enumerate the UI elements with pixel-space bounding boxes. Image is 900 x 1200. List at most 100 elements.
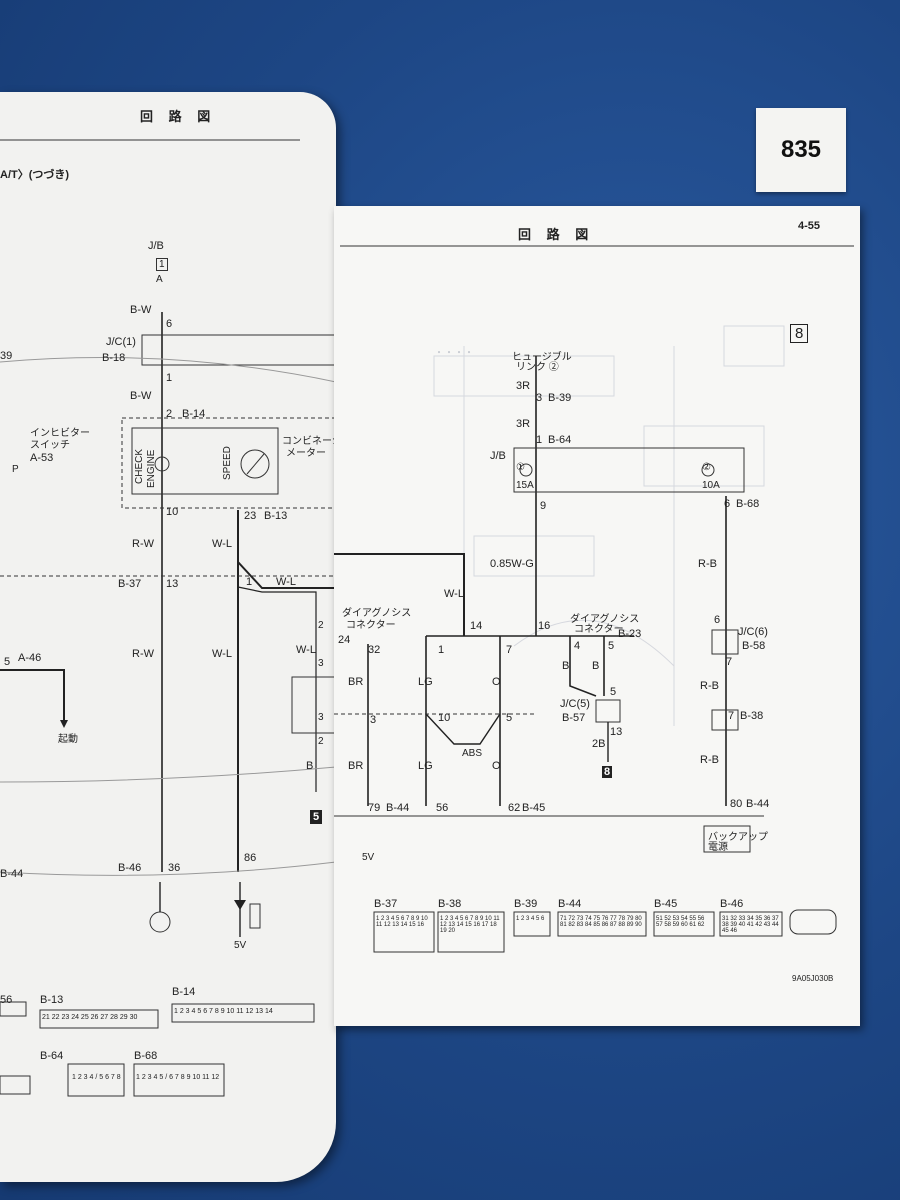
- label-jb-num: 1: [156, 258, 168, 271]
- label-b37: B-37: [118, 578, 142, 590]
- label-10a: 10A: [702, 480, 720, 491]
- label-pin-3b: 3: [318, 712, 324, 723]
- label-b18: B-18: [102, 352, 126, 364]
- label-jb: J/B: [148, 240, 164, 252]
- left-page-header: 回 路 図: [140, 109, 217, 124]
- label-rw2: R-W: [132, 648, 154, 660]
- label-pin-10: 10: [166, 506, 179, 518]
- label-lg: LG: [418, 676, 433, 688]
- label-pin-32: 32: [368, 644, 381, 656]
- label-ground-5: 5: [310, 810, 323, 824]
- label-fusible: ヒュージブル: [512, 352, 572, 363]
- label-b14a: B-14: [182, 408, 206, 420]
- label-b13a: B-13: [264, 510, 288, 522]
- label-b38: B-38: [740, 710, 764, 722]
- label-br: BR: [348, 676, 364, 688]
- label-switch: スイッチ: [30, 440, 70, 451]
- label-backup: バックアップ: [708, 832, 768, 843]
- left-page: 回 路 図 A/T〉(つづき) J/B 1 A B-W 6 J/C(1) B-1…: [0, 92, 336, 1182]
- connector-b44-pins: 71 72 73 74 75 76 77 78 79 80 81 82 83 8…: [560, 916, 642, 928]
- label-jc1: J/C(1): [106, 336, 136, 348]
- label-lg2: LG: [418, 760, 433, 772]
- label-rb2: R-B: [700, 680, 719, 692]
- label-pin-80: 80: [730, 798, 743, 810]
- connector-b13-label: B-13: [40, 994, 64, 1006]
- label-b64: B-64: [548, 434, 572, 446]
- label-b-wire2: B: [592, 660, 600, 672]
- label-pin-23: 23: [244, 510, 257, 522]
- label-rb3: R-B: [700, 754, 719, 766]
- connector-b39-pins: 1 2 3 4 5 6: [516, 916, 545, 922]
- label-pin-1: 1: [166, 372, 173, 384]
- label-jb-pin: A: [156, 274, 163, 285]
- connector-b64-label: B-64: [40, 1050, 64, 1062]
- connector-b68-pins: 1 2 3 4 5 / 6 7 8 9 10 11 12: [136, 1074, 220, 1081]
- label-3r-b: 3R: [516, 418, 531, 430]
- label-backup2: 電源: [708, 842, 728, 853]
- label-3r-a: 3R: [516, 380, 531, 392]
- label-pin-9: 9: [540, 500, 547, 512]
- label-pin-16: 16: [538, 620, 551, 632]
- label-pin-5: 5: [608, 640, 615, 652]
- right-page-header: 回 路 図: [518, 227, 595, 242]
- label-pin-24: 24: [338, 634, 351, 646]
- label-pin-13: 13: [166, 578, 179, 590]
- connector-b68-label: B-68: [134, 1050, 158, 1062]
- label-br2: BR: [348, 760, 364, 772]
- label-rb1: R-B: [698, 558, 717, 570]
- label-pin-7b: 7: [506, 644, 513, 656]
- label-wl: W-L: [444, 588, 464, 600]
- ghost-text-1: ・・・・: [434, 348, 474, 359]
- label-p: P: [12, 464, 19, 475]
- label-pin-3: 3: [536, 392, 543, 404]
- label-pin-36: 36: [168, 862, 181, 874]
- label-speed: SPEED: [222, 446, 233, 480]
- diagram-code: 9A05J030B: [792, 974, 834, 983]
- label-abs: ABS: [462, 748, 483, 759]
- connector-b46-label: B-46: [720, 898, 744, 910]
- label-pin-6: 6: [166, 318, 173, 330]
- label-pin-3b: 3: [370, 714, 377, 726]
- label-o: O: [492, 676, 501, 688]
- lot-number-sticker: 835: [756, 108, 846, 192]
- label-meter: メーター: [286, 448, 326, 459]
- connector-b37-pins: 1 2 3 4 5 6 7 8 9 10 11 12 13 14 15 16: [376, 916, 428, 928]
- label-pin-10: 10: [438, 712, 451, 724]
- connector-b64-pins: 1 2 3 4 / 5 6 7 8: [72, 1074, 121, 1081]
- label-pin-4: 4: [574, 640, 581, 652]
- label-o2: O: [492, 760, 501, 772]
- label-jc6: J/C(6): [738, 626, 768, 638]
- label-wl1: W-L: [212, 538, 232, 550]
- label-b45: B-45: [522, 802, 546, 814]
- label-085wg: 0.85W-G: [490, 558, 534, 570]
- label-pin-5c: 5: [506, 712, 513, 724]
- label-pin-6b: 6: [714, 614, 721, 626]
- connector-b39-label: B-39: [514, 898, 538, 910]
- right-wiring-diagram: [334, 245, 854, 953]
- connector-b37-label: B-37: [374, 898, 398, 910]
- connector-b46-pins: 31 32 33 34 35 36 37 38 39 40 41 42 43 4…: [722, 916, 779, 934]
- label-15a: 15A: [516, 480, 534, 491]
- label-pin-2: 2: [166, 408, 173, 420]
- label-wl4: W-L: [296, 644, 316, 656]
- label-pin-14: 14: [470, 620, 483, 632]
- right-page: ・・・・ 回 路 図 4-55 8 ヒュージブル リンク ② 3R 3 B-39…: [334, 206, 860, 1026]
- label-pin-56: 56: [436, 802, 449, 814]
- label-a46: A-46: [18, 652, 42, 664]
- section-box-number: 8: [790, 324, 809, 343]
- label-2b: 2B: [592, 738, 606, 750]
- label-pin-7: 7: [726, 656, 733, 668]
- left-page-subtitle: A/T〉(つづき): [0, 169, 70, 181]
- label-b23: B-23: [618, 628, 642, 640]
- label-wl2: W-L: [276, 576, 296, 588]
- label-link: リンク ②: [516, 362, 559, 373]
- label-39: 39: [0, 350, 13, 362]
- label-b68: B-68: [736, 498, 760, 510]
- lot-number: 835: [780, 136, 822, 163]
- label-pin-1b: 1: [246, 576, 253, 588]
- label-56: 56: [0, 994, 13, 1006]
- label-b39: B-39: [548, 392, 572, 404]
- label-pin-7c: 7: [728, 710, 735, 722]
- label-pin-2b: 2: [318, 620, 324, 631]
- label-b-wire1: B: [562, 660, 570, 672]
